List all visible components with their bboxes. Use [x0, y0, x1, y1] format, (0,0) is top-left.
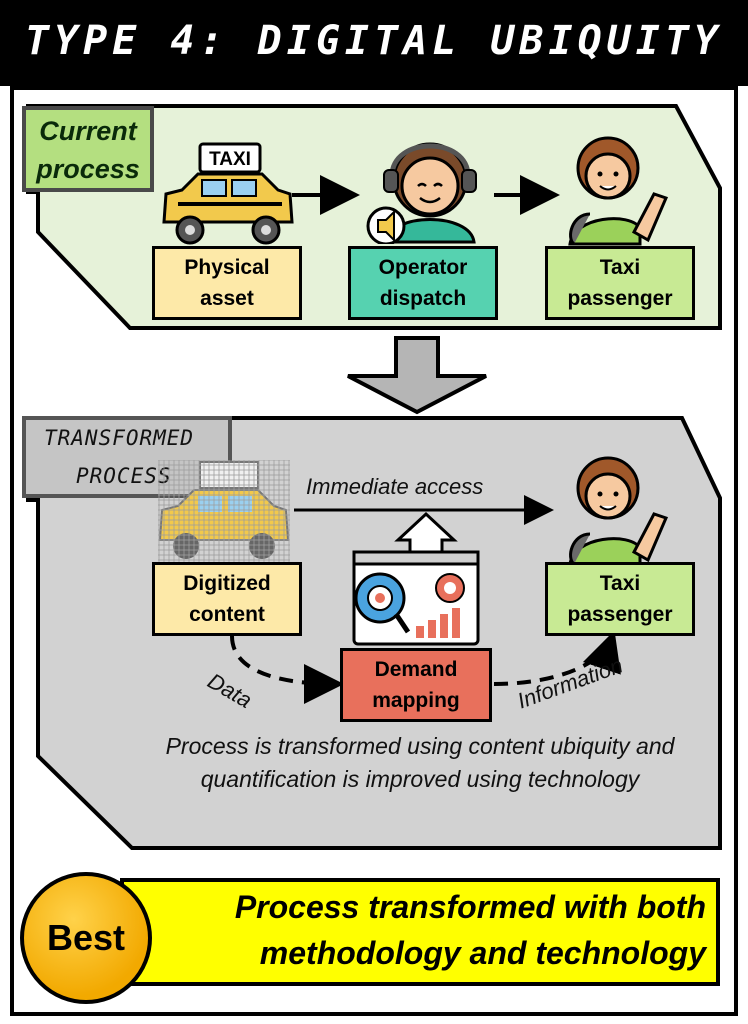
- taxi-passenger-box: Taxi passenger: [545, 246, 695, 320]
- physical-asset-box: Physical asset: [152, 246, 302, 320]
- taxi-sign-label: TAXI: [209, 149, 251, 170]
- current-process-tag: Current process: [22, 106, 154, 192]
- title: TYPE 4: DIGITAL UBIQUITY: [25, 18, 723, 64]
- demand-mapping-box: Demand mapping: [340, 648, 492, 722]
- arrow-data: [230, 635, 344, 704]
- transformed-tag-line2: PROCESS: [76, 464, 172, 488]
- taxi-icon: TAXI: [162, 142, 294, 245]
- digitized-content-box: Digitized content: [152, 562, 302, 636]
- arrow-information: [493, 630, 621, 686]
- operator-icon: [366, 142, 477, 244]
- demand-dashboard-icon: [352, 550, 480, 646]
- title-bar: [0, 0, 748, 86]
- passenger-icon: [568, 136, 669, 246]
- passenger-icon-transformed: [568, 456, 669, 566]
- down-arrow: [347, 336, 487, 415]
- operator-dispatch-box: Operator dispatch: [348, 246, 498, 320]
- best-banner-text: Process transformed with both methodolog…: [234, 889, 706, 971]
- immediate-access-label: Immediate access: [306, 474, 484, 499]
- taxi-passenger-box-transformed: Taxi passenger: [545, 562, 695, 636]
- digitized-taxi-icon: [158, 460, 290, 562]
- transformation-caption: Process is transformed using content ubi…: [165, 733, 675, 792]
- best-banner: [120, 878, 720, 986]
- best-badge: Best: [20, 872, 152, 1004]
- transformed-tag-line1: TRANSFORMED: [44, 426, 195, 450]
